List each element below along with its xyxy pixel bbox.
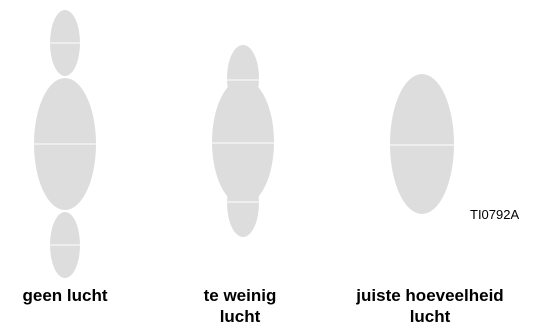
caption-correct-air-line-1: juiste hoeveelheid — [325, 285, 535, 306]
pattern-correct-air — [390, 74, 454, 214]
caption-no-air: geen lucht — [0, 285, 130, 306]
figure-code: TI0792A — [470, 207, 519, 222]
pattern-too-little-air — [211, 45, 275, 237]
caption-too-little-air: te weinig lucht — [180, 285, 300, 327]
caption-too-little-air-line-1: te weinig — [180, 285, 300, 306]
pattern-no-air — [33, 10, 97, 278]
caption-no-air-line-1: geen lucht — [0, 285, 130, 306]
pattern-correct-air-main-body — [390, 74, 454, 214]
caption-correct-air: juiste hoeveelheid lucht — [325, 285, 535, 327]
pattern-too-little-air-main-body — [212, 79, 274, 205]
